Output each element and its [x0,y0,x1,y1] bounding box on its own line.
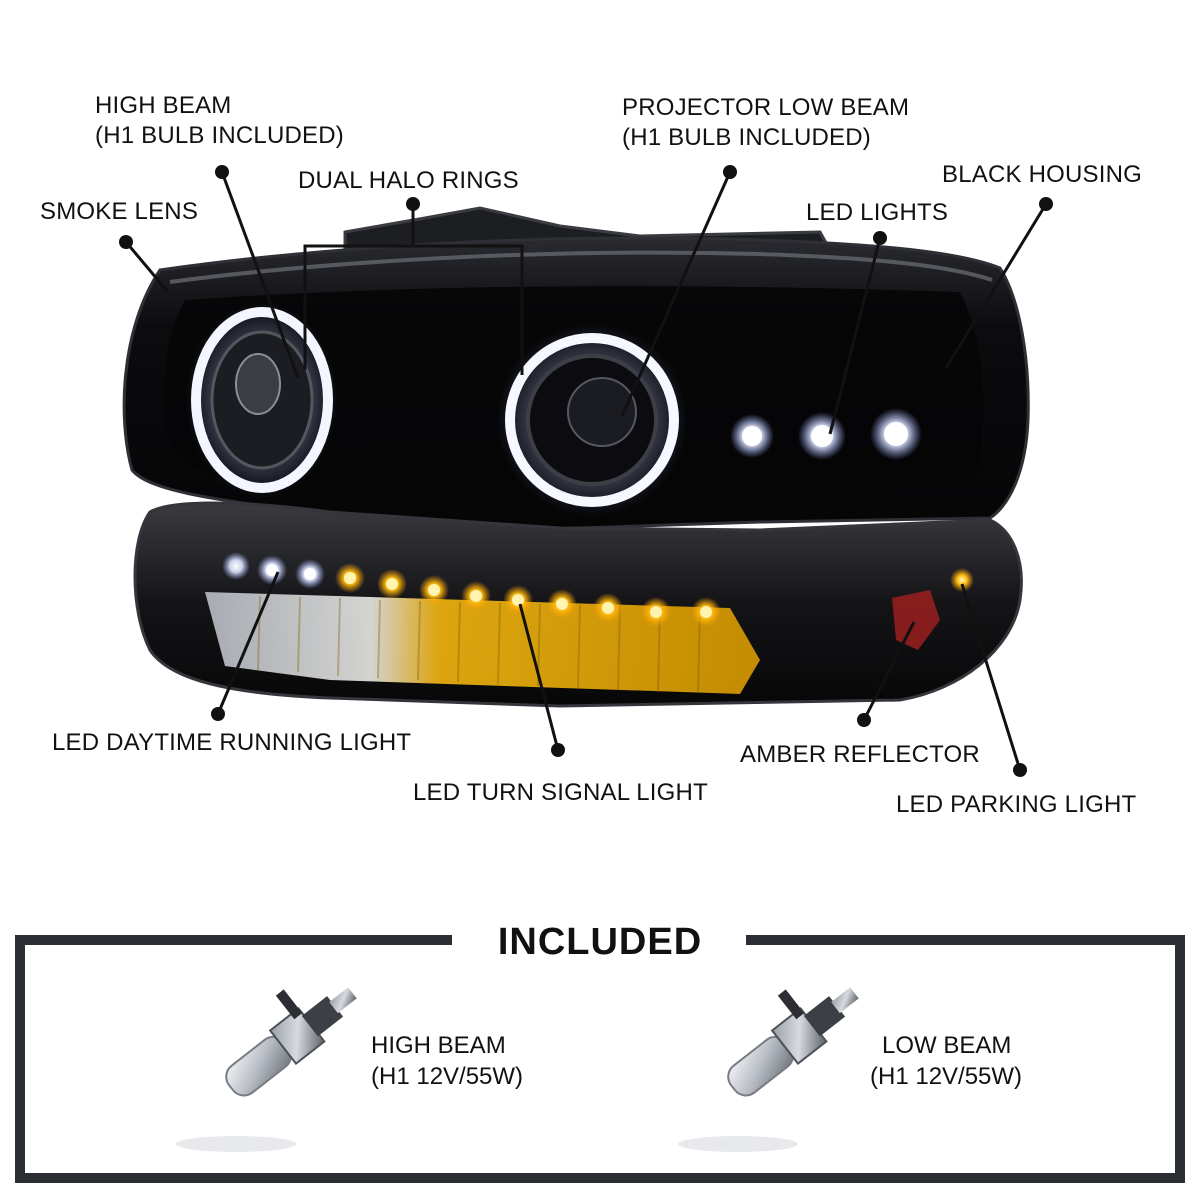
callout-projector-line2: (H1 BULB INCLUDED) [622,124,871,151]
included-bulb-high-beam-label: HIGH BEAM (H1 12V/55W) [371,1030,523,1092]
callout-led-parking: LED PARKING LIGHT [896,791,1137,818]
headlight-assembly [122,206,1030,708]
smoke-lens-highlight [169,250,993,284]
included-bulb-low-beam-line1: LOW BEAM [882,1032,1012,1059]
callout-led-lights: LED LIGHTS [806,199,949,226]
callout-high-beam-line1: HIGH BEAM [95,92,232,119]
amber-reflector-side [892,590,940,650]
high-beam-bulb [235,353,281,415]
low-beam-bulb-image [678,987,859,1152]
callout-led-turn-signal: LED TURN SIGNAL LIGHT [413,779,708,806]
included-bulb-high-beam-line2: (H1 12V/55W) [371,1063,524,1090]
reflector-ribs [257,595,701,694]
projector-lens-inner [567,377,637,447]
turn-signal-leds [335,563,721,627]
callout-projector-line1: PROJECTOR LOW BEAM [622,94,910,121]
included-bulb-low-beam-label: LOW BEAM (H1 12V/55W) [870,1030,1022,1092]
callout-amber-reflector: AMBER REFLECTOR [740,741,980,768]
callout-smoke-lens: SMOKE LENS [40,198,199,225]
callout-projector-low-beam: PROJECTOR LOW BEAM (H1 BULB INCLUDED) [622,93,909,153]
bumper-reflector-strip [205,592,760,694]
high-beam-halo-ring [191,307,333,493]
included-frame [15,935,1185,1183]
callout-dual-halo-rings: DUAL HALO RINGS [298,167,519,194]
included-title: INCLUDED [497,921,703,963]
included-bulb-low-beam-line2: (H1 12V/55W) [870,1063,1023,1090]
high-beam-bulb-image [176,987,357,1152]
led-lights [730,408,922,460]
included-bulb-high-beam-line1: HIGH BEAM [371,1032,506,1059]
callout-high-beam-line2: (H1 BULB INCLUDED) [95,122,344,149]
drl-leds [222,552,325,589]
callout-black-housing: BLACK HOUSING [942,161,1142,188]
callout-high-beam: HIGH BEAM (H1 BULB INCLUDED) [95,91,344,151]
parking-led [950,568,974,592]
callout-dots [119,165,1053,777]
projector-halo-ring [505,333,679,507]
callout-led-drl: LED DAYTIME RUNNING LIGHT [52,729,412,756]
